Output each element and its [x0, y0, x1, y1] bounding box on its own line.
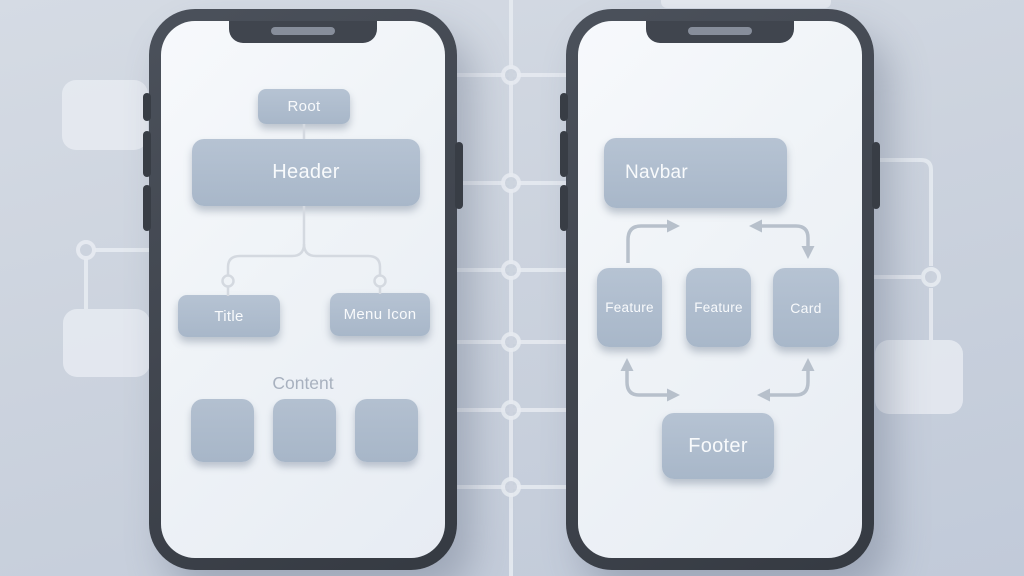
left-phone-screen: Root Header Title Menu Icon Content — [161, 21, 445, 558]
menu-icon-node: Menu Icon — [330, 293, 430, 336]
footer-node-label: Footer — [688, 434, 748, 457]
menu-icon-node-label: Menu Icon — [343, 306, 417, 323]
speaker-grille — [688, 27, 752, 35]
card-node: Card — [773, 268, 839, 347]
header-node-label: Header — [272, 161, 340, 183]
component-tree-connectors — [221, 124, 387, 296]
speaker-grille — [271, 27, 335, 35]
feature-node-1: Feature — [597, 268, 662, 347]
root-node: Root — [258, 89, 350, 124]
feature-node-2: Feature — [686, 268, 751, 347]
navbar-node: Navbar — [604, 138, 787, 208]
left-phone-mockup: Root Header Title Menu Icon Content — [143, 9, 463, 570]
header-node: Header — [192, 139, 420, 206]
title-node: Title — [178, 295, 280, 337]
flow-arrows — [620, 219, 815, 402]
volume-down-button — [143, 185, 151, 231]
navbar-node-label: Navbar — [625, 162, 689, 183]
content-section-label: Content — [272, 373, 334, 393]
power-button — [455, 142, 463, 209]
content-placeholder-square — [191, 399, 254, 462]
right-phone-screen: Navbar Feature Feature Card Footer — [578, 21, 862, 558]
root-node-label: Root — [287, 98, 321, 115]
feature-node-2-label: Feature — [694, 300, 743, 315]
footer-node: Footer — [662, 413, 774, 479]
ringer-switch — [560, 93, 568, 121]
volume-down-button — [560, 185, 568, 231]
phone-notch — [229, 21, 377, 43]
volume-up-button — [560, 131, 568, 177]
right-phone-mockup: Navbar Feature Feature Card Footer — [560, 9, 880, 570]
ringer-switch — [143, 93, 151, 121]
background-node-circles — [76, 65, 941, 497]
title-node-label: Title — [214, 307, 244, 325]
arrowheads — [620, 219, 815, 402]
phone-notch — [646, 21, 794, 43]
background-wireframe-blocks — [62, 0, 963, 414]
card-node-label: Card — [790, 299, 822, 316]
content-placeholder-square — [355, 399, 418, 462]
volume-up-button — [143, 131, 151, 177]
feature-node-1-label: Feature — [605, 300, 654, 315]
power-button — [872, 142, 880, 209]
content-placeholder-square — [273, 399, 336, 462]
